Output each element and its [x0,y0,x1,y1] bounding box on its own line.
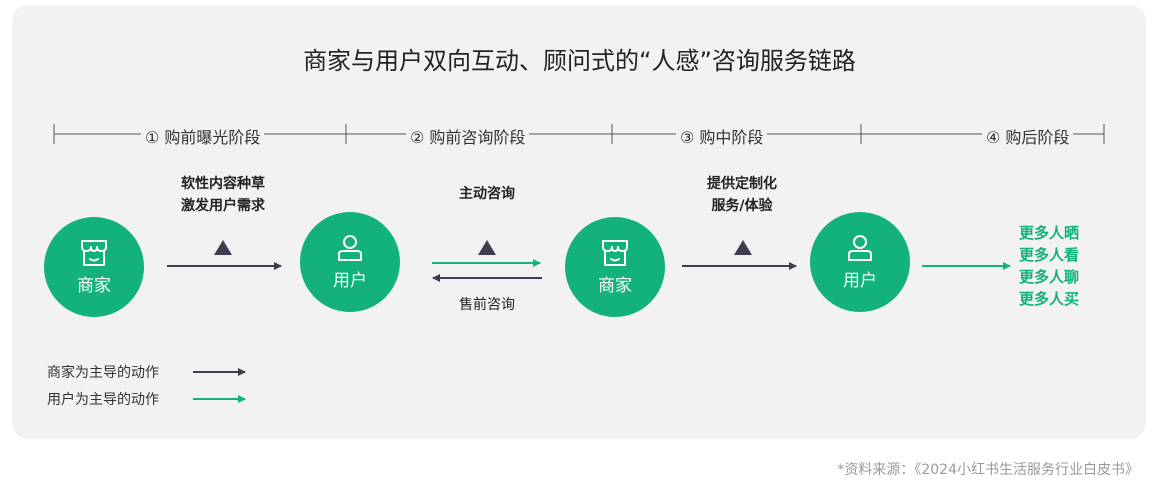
node-label: 用户 [843,270,877,291]
node-label: 商家 [598,275,632,296]
purchase-caption: 提供定制化 服务/体验 [662,173,822,217]
merchant-node-2: 商家 [565,217,665,317]
user-node-2: 用户 [810,212,910,312]
purchase-caption-line1: 提供定制化 [707,176,777,192]
consult-marker [478,240,496,255]
outcome-item: 更多人看 [1019,246,1080,264]
store-icon [81,239,107,266]
user-icon [848,234,872,261]
node-label: 用户 [333,270,367,291]
node-label: 商家 [77,275,111,296]
exposure-caption-line1: 软性内容种草 [181,176,265,192]
phase-label-4: ④ 购后阶段 [982,124,1074,148]
diagram-card [12,5,1146,439]
consult-top-caption: 主动咨询 [459,186,515,202]
exposure-caption: 软性内容种草 激发用户需求 [143,173,303,217]
diagram-title: 商家与用户双向互动、顾问式的“人感”咨询服务链路 [303,47,856,75]
user-node-1: 用户 [300,212,400,312]
outcome-item: 更多人晒 [1019,224,1080,242]
legend-user-label: 用户为主导的动作 [47,392,159,408]
consult-bottom-caption: 售前咨询 [459,297,515,313]
store-icon [602,239,628,266]
phase-label-2: ② 购前咨询阶段 [406,124,530,148]
purchase-caption-line2: 服务/体验 [711,198,773,214]
outcome-list: 更多人晒 更多人看 更多人聊 更多人买 [1019,222,1079,310]
phase-label-1: ① 购前曝光阶段 [141,124,265,148]
purchase-marker [734,240,752,255]
source-note: *资料来源：《2024小红书生活服务行业白皮书》 [837,462,1139,478]
exposure-caption-line2: 激发用户需求 [181,198,265,214]
outcome-item: 更多人聊 [1019,268,1080,286]
legend-merchant-label: 商家为主导的动作 [47,365,159,381]
user-icon [338,234,362,261]
outcome-item: 更多人买 [1019,290,1080,308]
merchant-node-1: 商家 [44,217,144,317]
exposure-marker [214,240,232,255]
phase-label-3: ③ 购中阶段 [676,124,768,148]
